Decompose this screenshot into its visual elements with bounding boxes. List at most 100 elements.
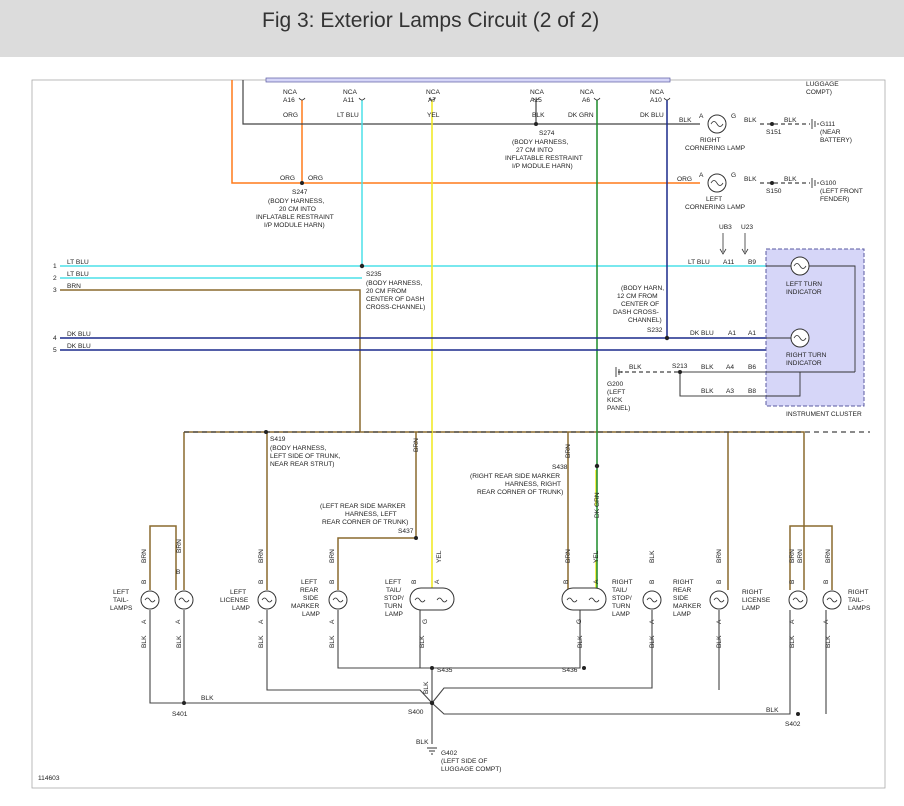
svg-text:A: A: [175, 619, 182, 624]
svg-text:B9: B9: [748, 259, 756, 266]
svg-text:REAR CORNER OF TRUNK): REAR CORNER OF TRUNK): [322, 519, 408, 526]
svg-text:S247: S247: [292, 189, 308, 196]
svg-text:BLK: BLK: [825, 635, 832, 648]
svg-text:S151: S151: [766, 129, 782, 136]
svg-text:BLK: BLK: [679, 117, 692, 124]
svg-text:BLK: BLK: [258, 635, 265, 648]
svg-text:S419: S419: [270, 436, 286, 443]
top-module-edge: [265, 77, 671, 83]
wire-dk-blu: [60, 100, 766, 351]
svg-text:G100: G100: [820, 180, 836, 187]
svg-text:NCA: NCA: [530, 89, 545, 96]
svg-text:PANEL): PANEL): [607, 405, 630, 412]
svg-text:RIGHT: RIGHT: [673, 579, 694, 586]
diagram-border: [31, 79, 886, 789]
svg-text:TAIL-: TAIL-: [113, 597, 129, 604]
svg-text:YEL: YEL: [593, 550, 600, 563]
svg-text:LAMP: LAMP: [673, 611, 692, 618]
svg-text:2: 2: [53, 275, 57, 282]
svg-text:ORG: ORG: [308, 175, 323, 182]
svg-text:KICK: KICK: [607, 397, 623, 404]
svg-text:A: A: [258, 619, 265, 624]
svg-text:STOP/: STOP/: [384, 595, 404, 602]
svg-text:BLK: BLK: [649, 550, 656, 563]
figure-id: 114603: [38, 775, 60, 782]
svg-text:BLK: BLK: [532, 112, 545, 119]
svg-text:BLK: BLK: [784, 117, 797, 124]
svg-text:(LEFT FRONT: (LEFT FRONT: [820, 188, 863, 195]
svg-text:LT BLU: LT BLU: [67, 271, 89, 278]
svg-text:(BODY HARN,: (BODY HARN,: [621, 285, 664, 292]
svg-text:TAIL/: TAIL/: [386, 587, 401, 594]
svg-text:TAIL-: TAIL-: [848, 597, 864, 604]
svg-text:B: B: [258, 579, 265, 584]
splice-s438: S438 (RIGHT REAR SIDE MARKER HARNESS, RI…: [470, 464, 568, 496]
svg-text:B: B: [563, 579, 570, 584]
svg-text:LAMP: LAMP: [742, 605, 761, 612]
splice-s232: (BODY HARN, 12 CM FROM CENTER OF DASH CR…: [613, 285, 664, 334]
svg-text:BRN: BRN: [67, 283, 81, 290]
svg-text:BLK: BLK: [577, 635, 584, 648]
svg-text:12 CM FROM: 12 CM FROM: [617, 293, 658, 300]
svg-text:B: B: [716, 579, 723, 584]
svg-text:LAMP: LAMP: [385, 611, 404, 618]
svg-text:BRN: BRN: [789, 549, 796, 563]
svg-text:BLK: BLK: [701, 388, 714, 395]
svg-text:B: B: [789, 579, 796, 584]
svg-text:REAR CORNER OF TRUNK): REAR CORNER OF TRUNK): [477, 489, 563, 496]
svg-text:A: A: [649, 619, 656, 624]
svg-text:G: G: [422, 619, 429, 624]
wire-blk-top: [242, 80, 700, 125]
svg-text:INFLATABLE RESTRAINT: INFLATABLE RESTRAINT: [256, 214, 334, 221]
svg-text:LT BLU: LT BLU: [337, 112, 359, 119]
svg-text:BLK: BLK: [423, 681, 430, 694]
svg-text:BRN: BRN: [716, 549, 723, 563]
svg-text:S401: S401: [172, 711, 188, 718]
circuit-svg: NCA A16 ORG NCA A11 LT BLU NCA A7 YEL NC…: [31, 77, 886, 789]
svg-text:MARKER: MARKER: [673, 603, 701, 610]
svg-text:NCA: NCA: [343, 89, 358, 96]
svg-text:A: A: [434, 579, 441, 584]
svg-text:B: B: [649, 579, 656, 584]
svg-text:LEFT SIDE OF TRUNK,: LEFT SIDE OF TRUNK,: [270, 453, 341, 460]
svg-text:INFLATABLE RESTRAINT: INFLATABLE RESTRAINT: [505, 155, 583, 162]
svg-text:A: A: [823, 619, 830, 624]
svg-text:DK GRN: DK GRN: [594, 492, 601, 518]
svg-text:(BODY HARNESS,: (BODY HARNESS,: [366, 280, 422, 287]
wiring-diagram: NCA A16 ORG NCA A11 LT BLU NCA A7 YEL NC…: [0, 57, 904, 806]
svg-text:HARNESS, LEFT: HARNESS, LEFT: [345, 511, 397, 518]
svg-text:G111: G111: [820, 121, 835, 128]
top-connector-a7: NCA A7 YEL: [426, 89, 441, 119]
svg-text:LEFT TURN: LEFT TURN: [786, 281, 822, 288]
svg-text:BLK: BLK: [201, 695, 214, 702]
svg-text:I/P MODULE HARN): I/P MODULE HARN): [264, 222, 325, 229]
svg-text:A: A: [716, 619, 723, 624]
svg-text:TURN: TURN: [612, 603, 631, 610]
svg-text:HARNESS, RIGHT: HARNESS, RIGHT: [505, 481, 561, 488]
lamp-filaments: [144, 597, 838, 603]
svg-text:NEAR REAR STRUT): NEAR REAR STRUT): [270, 461, 334, 468]
svg-text:CENTER OF DASH: CENTER OF DASH: [366, 296, 424, 303]
ground-g200: BLK G200 (LEFT KICK PANEL): [607, 364, 642, 412]
svg-text:TAIL/: TAIL/: [612, 587, 627, 594]
figure-title: Fig 3: Exterior Lamps Circuit (2 of 2): [262, 9, 600, 32]
svg-text:RIGHT: RIGHT: [700, 137, 721, 144]
svg-text:BRN: BRN: [176, 539, 183, 553]
svg-text:LEFT: LEFT: [113, 589, 129, 596]
svg-text:LEFT: LEFT: [301, 579, 317, 586]
svg-text:YEL: YEL: [427, 112, 440, 119]
splice-s437: (LEFT REAR SIDE MARKER HARNESS, LEFT REA…: [320, 503, 414, 535]
svg-text:CHANNEL): CHANNEL): [628, 317, 662, 324]
svg-text:BLK: BLK: [629, 364, 642, 371]
svg-text:S402: S402: [785, 721, 801, 728]
svg-text:BLK: BLK: [329, 635, 336, 648]
top-connector-a10: NCA A10 DK BLU: [640, 89, 665, 119]
svg-text:BLK: BLK: [744, 117, 757, 124]
svg-text:(BODY HARNESS,: (BODY HARNESS,: [512, 139, 568, 146]
svg-text:REAR: REAR: [300, 587, 319, 594]
svg-text:B: B: [329, 579, 336, 584]
right-cornering-lamp: BLK A G BLK BLK S151 RIGHT CORNERING LAM…: [679, 113, 797, 152]
svg-text:A10: A10: [650, 97, 662, 104]
ground-g100: G100 (LEFT FRONT FENDER): [811, 178, 863, 203]
left-cornering-lamp: ORG A G BLK BLK S150 LEFT CORNERING LAMP: [677, 172, 797, 211]
